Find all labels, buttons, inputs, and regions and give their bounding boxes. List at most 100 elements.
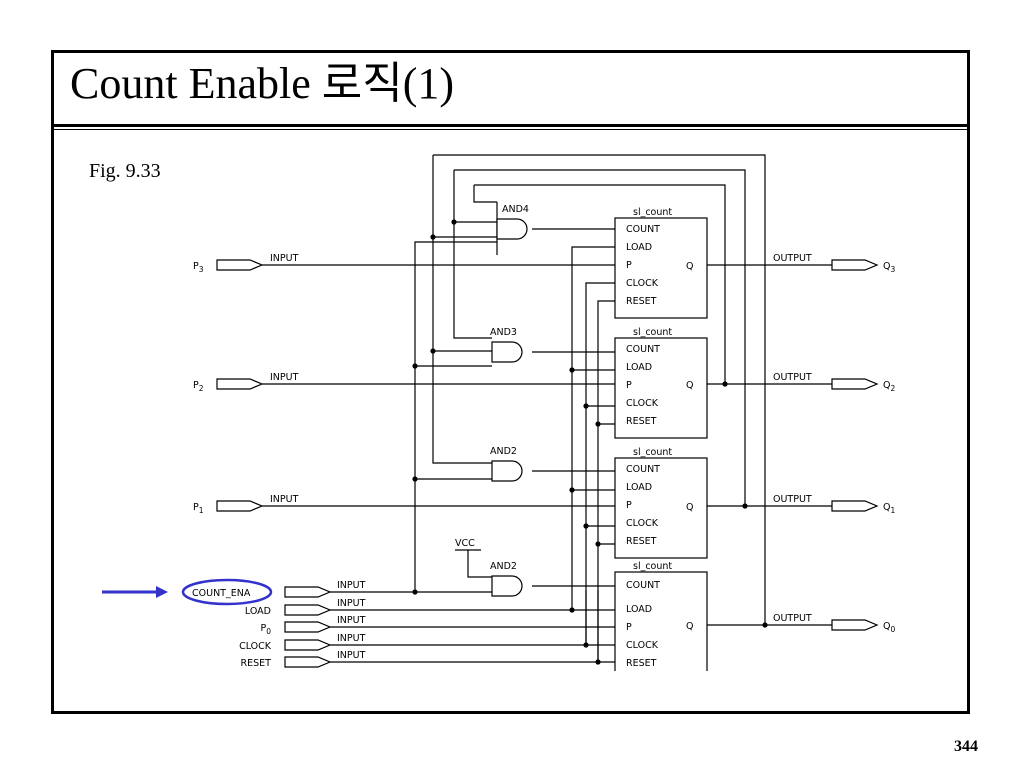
junction-dot bbox=[595, 541, 601, 547]
counter-port-count: COUNT bbox=[626, 344, 660, 355]
feedback-loop bbox=[454, 169, 746, 506]
page-number: 344 bbox=[954, 738, 978, 755]
schematic-labels: VCCsl_countCOUNTLOADPCLOCKRESETQsl_count… bbox=[192, 204, 895, 669]
gate-label: AND2 bbox=[490, 446, 517, 457]
junction-dot bbox=[569, 607, 575, 613]
counter-block bbox=[614, 217, 708, 319]
counter-port-q: Q bbox=[686, 380, 693, 391]
output-type-label: OUTPUT bbox=[773, 253, 812, 264]
counter-block bbox=[614, 571, 708, 677]
junction-dot bbox=[569, 487, 575, 493]
junction-dot bbox=[595, 659, 601, 665]
bottom-input-label: COUNT_ENA bbox=[192, 588, 251, 599]
input-type-label: INPUT bbox=[270, 494, 299, 505]
bottom-input-label: RESET bbox=[241, 658, 272, 669]
counter-port-reset: RESET bbox=[626, 536, 657, 547]
counter-port-q: Q bbox=[686, 261, 693, 272]
input-type-label: INPUT bbox=[337, 615, 366, 626]
wire-junctions bbox=[412, 219, 768, 665]
input-type-label: INPUT bbox=[270, 253, 299, 264]
title-rule bbox=[51, 124, 970, 127]
bottom-input-pin bbox=[284, 586, 332, 598]
q-output-pin bbox=[831, 500, 879, 512]
feedback-drop bbox=[453, 170, 497, 223]
junction-dot bbox=[762, 622, 768, 628]
p-input-pin bbox=[216, 378, 264, 390]
p-input-pin bbox=[216, 259, 264, 271]
counter-port-q: Q bbox=[686, 621, 693, 632]
junction-dot bbox=[412, 589, 418, 595]
counter-port-load: LOAD bbox=[626, 242, 652, 253]
p-input-label: P1 bbox=[193, 502, 204, 515]
q-output-pin bbox=[831, 378, 879, 390]
count-ena-bus bbox=[414, 241, 497, 592]
schematic-parts bbox=[216, 217, 879, 681]
junction-dot bbox=[430, 348, 436, 354]
bottom-input-label: CLOCK bbox=[239, 641, 272, 652]
counter-clip bbox=[614, 671, 709, 681]
gate-label: AND2 bbox=[490, 561, 517, 572]
counter-port-reset: RESET bbox=[626, 658, 657, 669]
counter-port-count: COUNT bbox=[626, 580, 660, 591]
bottom-input-pin bbox=[284, 604, 332, 616]
counter-port-clock: CLOCK bbox=[626, 398, 659, 409]
gate-label: AND3 bbox=[490, 327, 517, 338]
counter-port-load: LOAD bbox=[626, 362, 652, 373]
counter-port-q: Q bbox=[686, 502, 693, 513]
junction-dot bbox=[412, 476, 418, 482]
counter-block bbox=[614, 457, 708, 559]
and-gate bbox=[491, 575, 523, 597]
counter-title: sl_count bbox=[633, 447, 672, 458]
p-input-label: P2 bbox=[193, 380, 204, 393]
title-rule-thin bbox=[51, 129, 970, 130]
counter-port-clock: CLOCK bbox=[626, 640, 659, 651]
junction-dot bbox=[451, 219, 457, 225]
bottom-input-pin bbox=[284, 656, 332, 668]
and-gate bbox=[496, 218, 528, 240]
reset-bus bbox=[330, 300, 615, 663]
slide-frame bbox=[51, 50, 970, 714]
slide-title: Count Enable 로직(1) bbox=[70, 59, 454, 108]
load-bus bbox=[330, 246, 615, 611]
q0-bus bbox=[432, 351, 492, 464]
vcc-label: VCC bbox=[455, 538, 475, 549]
junction-dot bbox=[583, 403, 589, 409]
counter-block bbox=[614, 337, 708, 439]
feedback-loop bbox=[433, 154, 766, 625]
junction-dot bbox=[583, 642, 589, 648]
counter-title: sl_count bbox=[633, 561, 672, 572]
input-type-label: INPUT bbox=[270, 372, 299, 383]
q-output-pin bbox=[831, 259, 879, 271]
feedback-drop bbox=[473, 185, 497, 203]
feedback-loop bbox=[474, 184, 726, 384]
q-output-label: Q1 bbox=[883, 502, 895, 515]
counter-port-p: P bbox=[626, 622, 632, 633]
input-type-label: INPUT bbox=[337, 598, 366, 609]
feedback-drop bbox=[432, 155, 497, 238]
counter-port-clock: CLOCK bbox=[626, 278, 659, 289]
q1-bus bbox=[453, 222, 492, 339]
junction-dot bbox=[430, 234, 436, 240]
input-type-label: INPUT bbox=[337, 633, 366, 644]
junction-dot bbox=[595, 421, 601, 427]
output-type-label: OUTPUT bbox=[773, 372, 812, 383]
q-output-label: Q0 bbox=[883, 621, 895, 634]
counter-title: sl_count bbox=[633, 207, 672, 218]
junction-dot bbox=[722, 381, 728, 387]
counter-title: sl_count bbox=[633, 327, 672, 338]
bottom-input-label: P0 bbox=[260, 623, 271, 636]
bottom-input-pin bbox=[284, 621, 332, 633]
and-gate bbox=[491, 341, 523, 363]
figure-label: Fig. 9.33 bbox=[89, 160, 161, 182]
input-type-label: INPUT bbox=[337, 650, 366, 661]
clock-bus bbox=[330, 282, 615, 646]
junction-dot bbox=[583, 523, 589, 529]
bottom-input-label: LOAD bbox=[245, 606, 271, 617]
input-type-label: INPUT bbox=[337, 580, 366, 591]
counter-port-count: COUNT bbox=[626, 464, 660, 475]
count-ena-highlight-circle bbox=[181, 578, 273, 606]
and-gate bbox=[491, 460, 523, 482]
gate-label: AND4 bbox=[502, 204, 529, 215]
counter-port-reset: RESET bbox=[626, 416, 657, 427]
